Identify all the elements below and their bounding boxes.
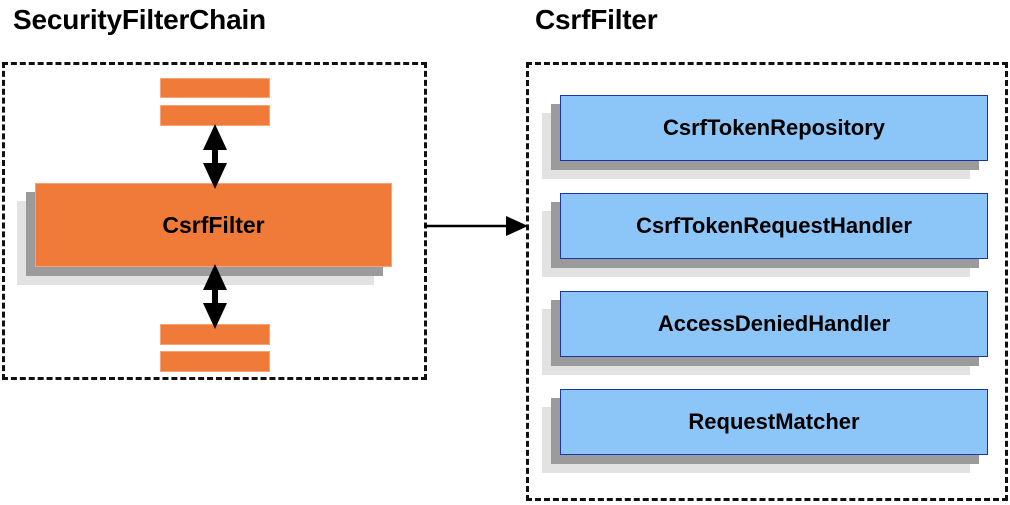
filter-bar-bottom-2 bbox=[160, 351, 270, 372]
node-csrf-token-repository[interactable]: CsrfTokenRepository bbox=[542, 95, 988, 179]
filter-bar-bottom-1 bbox=[160, 324, 270, 345]
page-title-security-filter-chain: SecurityFilterChain bbox=[13, 4, 266, 35]
filter-bar-top-2 bbox=[160, 105, 270, 126]
filter-bar-top-1 bbox=[160, 78, 270, 98]
node-request-matcher-label: RequestMatcher bbox=[560, 389, 988, 455]
page-title-csrf-filter: CsrfFilter bbox=[535, 4, 658, 35]
node-csrf-filter-label: CsrfFilter bbox=[35, 183, 392, 267]
csrf-filter-panel bbox=[526, 62, 1008, 501]
node-access-denied-handler-label: AccessDeniedHandler bbox=[560, 291, 988, 357]
node-csrf-filter[interactable]: CsrfFilter bbox=[17, 183, 392, 285]
node-access-denied-handler[interactable]: AccessDeniedHandler bbox=[542, 291, 988, 375]
node-csrf-token-repository-label: CsrfTokenRepository bbox=[560, 95, 988, 161]
connector-cross-panel-arrow bbox=[424, 216, 528, 236]
node-csrf-token-request-handler[interactable]: CsrfTokenRequestHandler bbox=[542, 193, 988, 277]
node-request-matcher[interactable]: RequestMatcher bbox=[542, 389, 988, 473]
node-csrf-token-request-handler-label: CsrfTokenRequestHandler bbox=[560, 193, 988, 259]
security-filter-chain-panel bbox=[2, 62, 427, 380]
